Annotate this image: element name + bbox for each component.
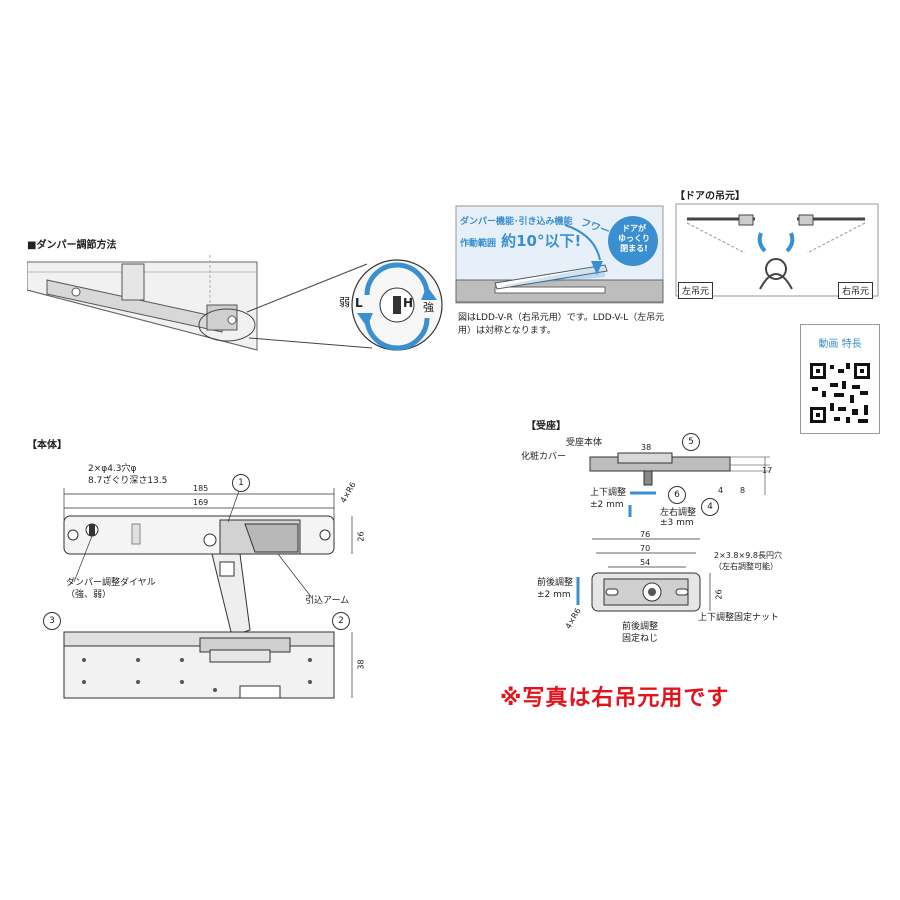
receiver-dim-17: 17: [762, 466, 773, 475]
hole-note-line1: 2×φ4.3穴φ: [88, 464, 137, 474]
left-hinge-label: 左吊元: [678, 282, 714, 299]
qr-code-icon: [808, 361, 872, 425]
hinge-diagram: [675, 203, 879, 297]
receiver-dim-70: 70: [640, 544, 651, 553]
receiver-dim-76: 76: [640, 530, 651, 539]
video-qr-card[interactable]: 動画 特長: [800, 324, 880, 434]
receiver-dim-8: 8: [740, 486, 746, 495]
callout-3: 3: [43, 612, 61, 630]
front-back-line1: 前後調整: [537, 578, 574, 588]
dial-l-label: L: [355, 296, 363, 310]
front-back-line2: ±2 mm: [537, 590, 571, 600]
range-banner-prefix: 作動範囲: [460, 239, 497, 249]
arm-label: 引込アーム: [305, 596, 350, 606]
receiver-dim-38: 38: [641, 443, 652, 452]
receiver-section-title: 【受座】: [526, 421, 566, 432]
range-banner-value: 約10°以下!: [501, 232, 582, 250]
lateral-adjust-line2: ±3 mm: [660, 518, 694, 528]
vertical-adjust-line1: 上下調整: [590, 488, 627, 498]
callout-6: 6: [668, 486, 686, 504]
body-dim-185: 185: [193, 484, 209, 493]
callout-2: 2: [332, 612, 350, 630]
callout-5: 5: [682, 433, 700, 451]
body-dim-38: 38: [356, 659, 366, 670]
damper-section-title: ■ダンパー調節方法: [27, 240, 117, 251]
model-caption: 図はLDD-V-R（右吊元用）です。LDD-V-L（左吊元用）は対称となります。: [458, 313, 665, 336]
receiver-dim-54: 54: [640, 558, 651, 567]
range-banner-line2: 作動範囲 約10°以下!: [460, 230, 581, 251]
hole-note-line2: 8.7ざぐり深さ13.5: [88, 476, 168, 486]
slot-note-line1: 2×3.8×9.8長円穴: [714, 551, 782, 560]
bubble-line2: ゆっくり: [618, 234, 650, 243]
callout-4: 4: [701, 498, 719, 516]
closing-range-illustration: [455, 205, 664, 304]
screw-line1: 前後調整: [622, 622, 659, 632]
vertical-adjust-line2: ±2 mm: [590, 500, 624, 510]
bubble-line3: 閉まる!: [620, 244, 648, 253]
slow-close-bubble: ドアが ゆっくり 閉まる!: [612, 224, 656, 254]
body-section-title: 【本体】: [27, 440, 67, 451]
weak-label: 弱: [339, 296, 350, 309]
nut-label: 上下調整固定ナット: [698, 613, 780, 623]
screw-line2: 固定ねじ: [622, 634, 659, 644]
dial-note-line2: （強、弱）: [66, 590, 112, 600]
strong-label: 強: [423, 301, 434, 314]
dial-note-line1: ダンパー調整ダイヤル: [66, 578, 156, 588]
slot-note-line2: （左右調整可能）: [714, 562, 778, 571]
receiver-body-label: 受座本体: [566, 438, 603, 448]
video-label: 動画 特長: [818, 339, 862, 350]
cover-label: 化粧カバー: [521, 452, 567, 462]
body-drawing: [63, 487, 353, 699]
bubble-line1: ドアが: [622, 224, 646, 233]
hinge-section-title: 【ドアの吊元】: [675, 191, 745, 202]
body-dim-26: 26: [356, 531, 366, 542]
right-hinge-label: 右吊元: [838, 282, 874, 299]
damper-illustration: [27, 255, 443, 351]
receiver-dim-4: 4: [718, 486, 724, 495]
range-banner-line1: ダンパー機能･引き込み機能: [460, 217, 573, 227]
receiver-dim-26: 26: [714, 589, 724, 600]
callout-1: 1: [232, 474, 250, 492]
receiver-drawing: [576, 452, 770, 612]
right-hinge-notice: ※写真は右吊元用です: [500, 686, 730, 711]
dial-h-label: H: [403, 296, 414, 310]
body-dim-169: 169: [193, 498, 209, 507]
lateral-adjust-line1: 左右調整: [660, 508, 697, 518]
